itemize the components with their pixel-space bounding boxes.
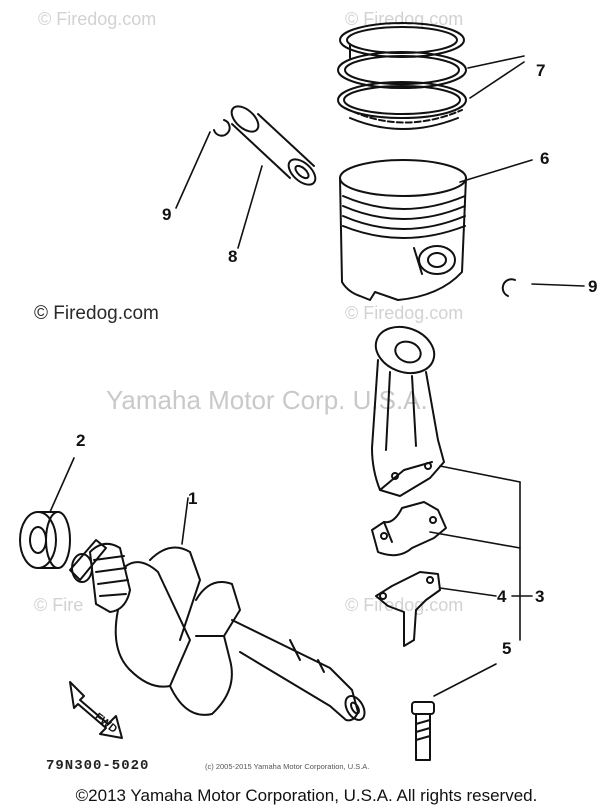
- callout-1: 1: [188, 489, 198, 508]
- connecting-rod-cap: [371, 501, 447, 557]
- callout-9-right: 9: [588, 277, 598, 296]
- watermark-firedog: © Firedog.com: [345, 595, 464, 615]
- piston: [339, 159, 467, 301]
- crankshaft: [69, 539, 366, 722]
- footer-copyright: ©2013 Yamaha Motor Corporation, U.S.A. A…: [75, 786, 538, 805]
- callout-9-left: 9: [162, 205, 172, 224]
- watermark-firedog: © Firedog.com: [38, 9, 157, 29]
- piston-pin: [230, 105, 317, 186]
- circlip-right: [501, 278, 516, 297]
- callout-7: 7: [536, 61, 546, 80]
- fwd-arrow: [69, 681, 123, 739]
- bolt: [411, 701, 435, 761]
- watermark-firedog: © Firedog.com: [345, 9, 464, 29]
- lock-washer: [375, 571, 441, 647]
- callout-5: 5: [502, 639, 512, 658]
- oil-seal: [19, 511, 71, 569]
- callout-4: 4: [497, 587, 507, 606]
- circlip-left: [213, 119, 231, 137]
- leader-lines: [49, 55, 585, 697]
- fwd-label: FWD: [92, 711, 119, 736]
- diagram-code: 79N300-5020: [46, 758, 150, 774]
- small-copyright: (c) 2005-2015 Yamaha Motor Corporation, …: [205, 762, 370, 771]
- callout-2: 2: [76, 431, 86, 450]
- connecting-rod: [371, 325, 445, 497]
- callout-3: 3: [535, 587, 545, 606]
- piston-rings: [337, 22, 467, 130]
- callout-8: 8: [228, 247, 238, 266]
- watermark-firedog: © Firedog.com: [34, 303, 159, 324]
- callout-6: 6: [540, 149, 550, 168]
- watermark-firedog: © Fire: [34, 595, 84, 615]
- watermark-firedog: © Firedog.com: [345, 303, 464, 323]
